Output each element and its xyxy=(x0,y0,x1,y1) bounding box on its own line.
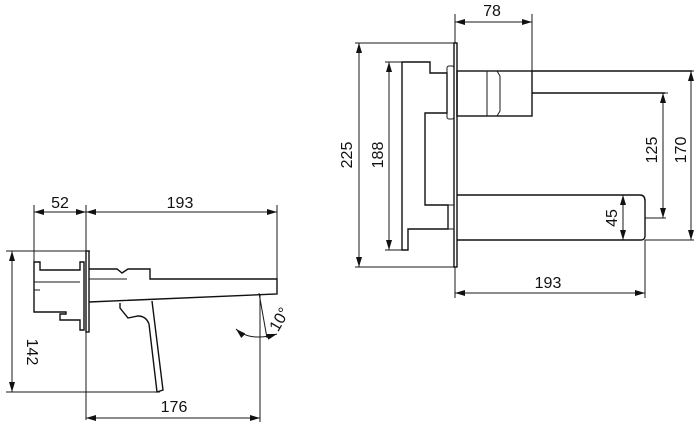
front-view: 78 225 188 125 170 45 193 xyxy=(339,3,694,298)
valve-body xyxy=(33,261,85,331)
dim-angle: 10° xyxy=(267,305,294,334)
dim-170: 170 xyxy=(673,137,690,164)
wall-plate xyxy=(85,250,90,333)
concealed-body xyxy=(401,61,449,251)
handle-lever xyxy=(119,300,164,393)
angle-arc xyxy=(235,328,278,340)
dim-225: 225 xyxy=(339,142,356,169)
dim-193-side: 193 xyxy=(167,195,194,212)
dim-188: 188 xyxy=(370,142,387,169)
spout-front xyxy=(457,194,646,241)
dim-52: 52 xyxy=(51,195,69,212)
dim-125: 125 xyxy=(644,137,661,164)
side-view: 52 193 142 176 10° xyxy=(6,195,294,422)
dim-142: 142 xyxy=(23,339,40,366)
dim-193-front: 193 xyxy=(535,275,562,292)
dim-45: 45 xyxy=(604,209,621,227)
handle-block xyxy=(456,70,533,117)
dim-176: 176 xyxy=(161,399,188,416)
spout xyxy=(88,268,278,303)
dim-78: 78 xyxy=(483,3,501,20)
handle-ring xyxy=(485,70,501,117)
wall-plate-front xyxy=(453,42,458,268)
